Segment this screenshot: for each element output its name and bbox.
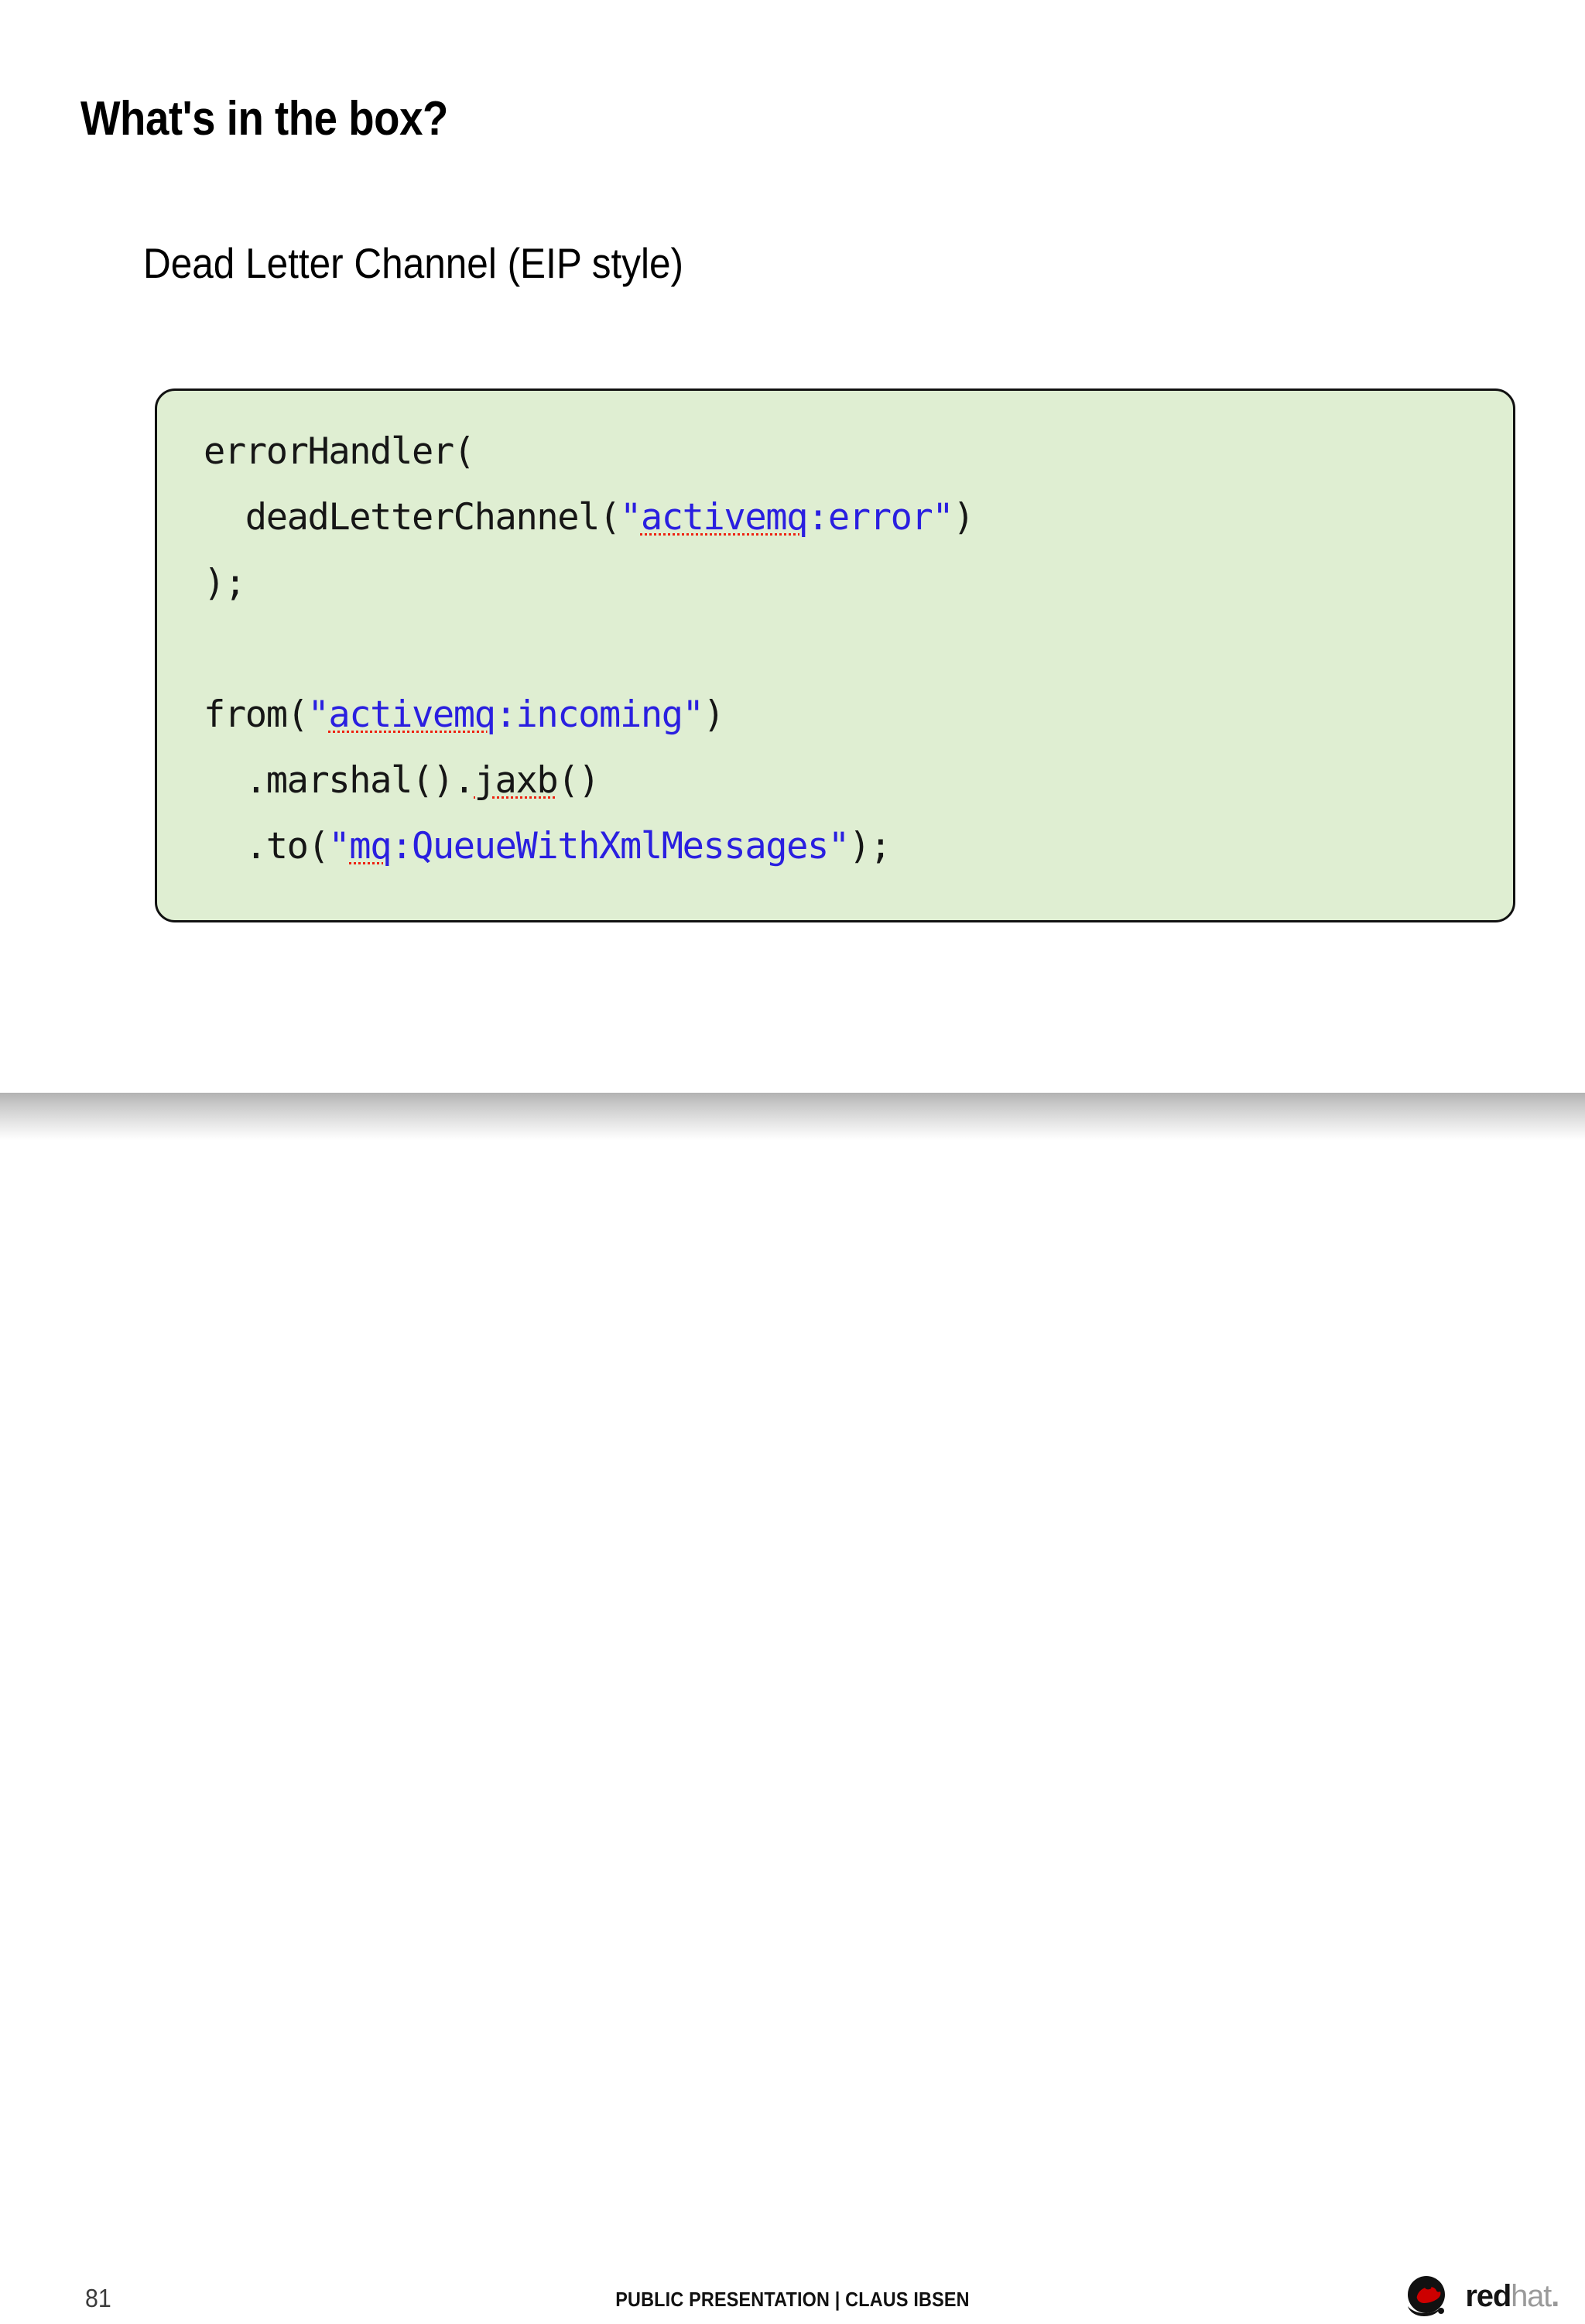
- code-token: ": [328, 825, 350, 868]
- code-line: .marshal().jaxb(): [204, 748, 1498, 813]
- redhat-word-hat: hat: [1511, 2279, 1552, 2313]
- footer: 81 PUBLIC PRESENTATION | CLAUS IBSEN red…: [0, 1141, 1585, 2316]
- code-token: .to(: [204, 825, 330, 868]
- code-token: .marshal().: [204, 759, 475, 802]
- code-token: from(: [204, 693, 309, 736]
- redhat-logo: redhat.: [1402, 2272, 1559, 2323]
- code-token: errorHandler(: [204, 430, 475, 473]
- redhat-shadowman-icon: [1402, 2275, 1459, 2320]
- slide-subtitle: Dead Letter Channel (EIP style): [143, 239, 683, 287]
- code-token: ): [953, 496, 974, 539]
- code-token: (): [557, 759, 600, 802]
- page-title: What's in the box?: [80, 92, 448, 145]
- code-line: deadLetterChannel("activemq:error"): [204, 484, 1498, 550]
- code-body: errorHandler( deadLetterChannel("activem…: [204, 419, 1498, 879]
- footer-center-text: PUBLIC PRESENTATION | CLAUS IBSEN: [615, 2288, 970, 2311]
- code-token: jaxb: [474, 759, 559, 802]
- footer-gradient-band: [0, 1093, 1585, 1141]
- code-block: errorHandler( deadLetterChannel("activem…: [155, 388, 1515, 922]
- code-token: );: [204, 562, 246, 604]
- code-token: ": [307, 693, 329, 736]
- code-token: :error": [807, 496, 954, 539]
- code-line: [204, 616, 1498, 682]
- code-token: );: [848, 825, 892, 868]
- code-token: :QueueWithXmlMessages": [391, 825, 850, 868]
- redhat-wordmark: redhat.: [1465, 2281, 1559, 2315]
- code-line: );: [204, 550, 1498, 616]
- redhat-word-red: red: [1465, 2279, 1511, 2313]
- code-line: .to("mq:QueueWithXmlMessages");: [204, 813, 1498, 879]
- code-token: mq: [349, 825, 392, 868]
- code-token: :incoming": [495, 693, 704, 736]
- code-token: activemq: [640, 496, 809, 539]
- code-token: deadLetterChannel(: [204, 496, 621, 539]
- code-token: ": [619, 496, 642, 539]
- redhat-word-dot: .: [1551, 2279, 1559, 2313]
- code-token: ): [703, 693, 725, 736]
- slide: What's in the box? Dead Letter Channel (…: [0, 92, 1585, 2316]
- code-token: activemq: [328, 693, 496, 736]
- code-line: from("activemq:incoming"): [204, 682, 1498, 748]
- code-line: errorHandler(: [204, 419, 1498, 484]
